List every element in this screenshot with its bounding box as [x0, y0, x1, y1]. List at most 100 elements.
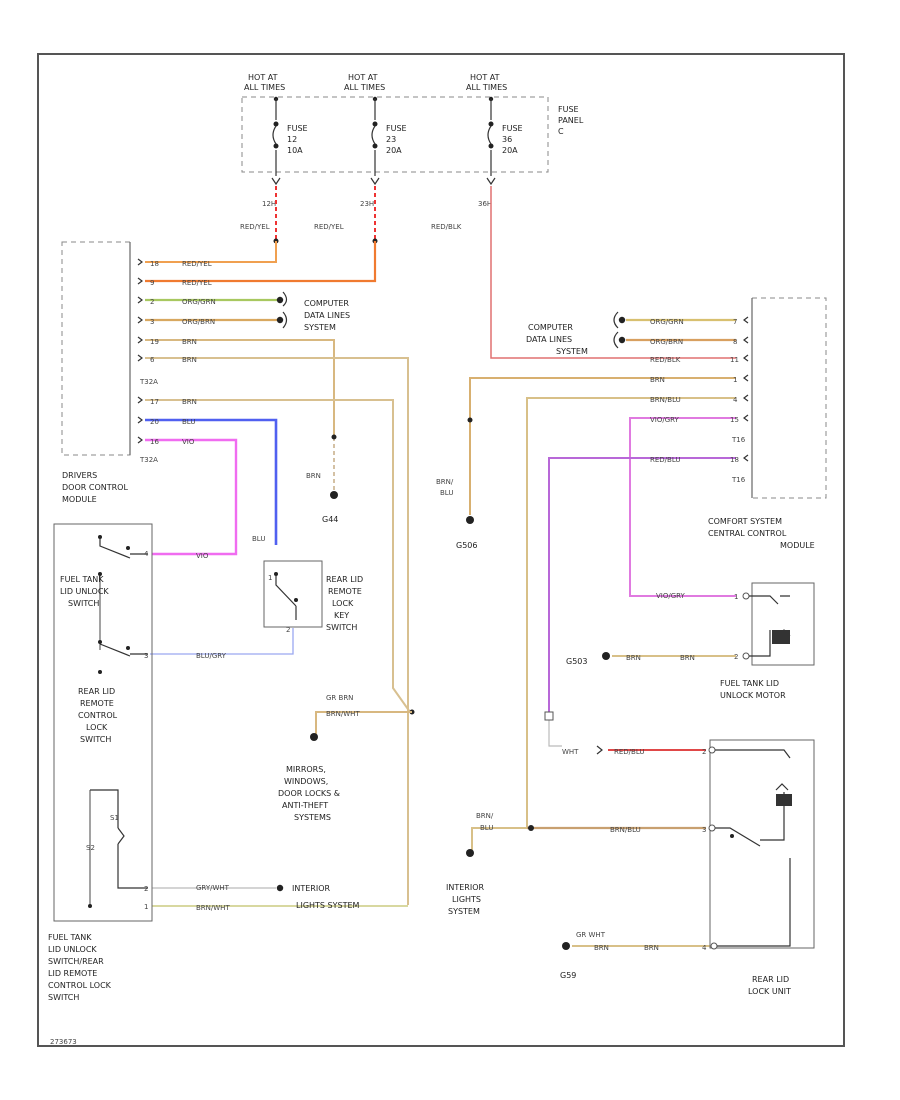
left-data-lines-2: DATA LINES	[304, 311, 350, 320]
left-wire-vio: VIO	[196, 552, 209, 560]
driver-pin-17	[137, 396, 143, 404]
left-data-lines-1: COMPUTER	[304, 299, 349, 308]
fuse-3-number: 36	[502, 135, 512, 144]
key-switch-name-2: REMOTE	[328, 587, 362, 596]
ground-g503-symbol	[602, 652, 610, 660]
comfort-connector-1: T16	[731, 436, 746, 444]
fuse-1-pin-arrow	[271, 177, 281, 186]
fuel-switch-label-2: LID UNLOCK	[60, 587, 109, 596]
data-line-dot-1	[276, 296, 284, 304]
mirrors-name-4: ANTI-THEFT	[282, 801, 328, 810]
comfort-pin-11	[743, 354, 749, 362]
left-data-lines-3: SYSTEM	[304, 323, 336, 332]
rear-lock-pin-3-marker	[708, 824, 716, 832]
data-line-bracket-left	[282, 291, 288, 329]
fuel-motor-wire-viogry: VIO/GRY	[656, 592, 686, 600]
comfort-wire-7: ORG/GRN	[650, 318, 684, 326]
interior-right-name-3: SYSTEM	[448, 907, 480, 916]
fuse-3-label: FUSE	[502, 124, 523, 133]
left-wire-brnwht: BRN/WHT	[196, 904, 230, 912]
rear-lock-wire-wht: WHT	[562, 748, 579, 756]
rear-lock-motor-symbol	[776, 794, 792, 806]
interior-left-name-2: LIGHTS SYSTEM	[296, 901, 360, 910]
fuel-switch-contact-a	[98, 535, 102, 539]
wire-fuse36-redblk	[490, 186, 736, 359]
fuse-2-label: FUSE	[386, 124, 407, 133]
hot-at-3-line1: HOT AT	[470, 73, 500, 82]
driver-pin-18	[137, 258, 143, 266]
interior-right-name-2: LIGHTS	[452, 895, 481, 904]
interior-left-connector-dot	[276, 884, 284, 892]
wire-pin19-brn	[145, 339, 335, 437]
driver-wire-3: ORG/BRN	[182, 318, 215, 326]
driver-pin-2-num: 2	[150, 298, 154, 306]
driver-pin-6-num: 6	[150, 356, 155, 364]
driver-pin-16	[137, 436, 143, 444]
fuse-3-rating: 20A	[502, 146, 518, 155]
right-data-lines-2: DATA LINES	[526, 335, 572, 344]
rear-lock-pin-2-marker	[708, 746, 716, 754]
fuse-2-pin: 23H	[360, 200, 374, 208]
key-switch-outline	[263, 560, 323, 628]
key-switch-contact-a	[274, 572, 278, 576]
fuse-2-number: 23	[386, 135, 396, 144]
right-data-lines-1: COMPUTER	[528, 323, 573, 332]
rear-lock-ground: G59	[560, 971, 576, 980]
driver-pin-16-num: 16	[150, 438, 159, 446]
wire-wht-link	[548, 712, 562, 747]
left-pin-2: 2	[144, 885, 148, 893]
driver-pin-19-num: 19	[150, 338, 159, 346]
rear-switch-label-1: REAR LID	[78, 687, 115, 696]
rear-lock-pin-4-marker	[710, 942, 718, 950]
fuse-1-label: FUSE	[287, 124, 308, 133]
fuse-3-wire-color: RED/BLK	[431, 223, 462, 231]
driver-pin-17-num: 17	[150, 398, 159, 406]
ground-g506-symbol	[466, 516, 474, 524]
fuel-motor: 1 2 VIO/GRY BRN BRN G503 FUEL TANK LID U…	[566, 582, 815, 700]
fuse-1-wire-color: RED/YEL	[240, 223, 270, 231]
fuel-motor-name-2: UNLOCK MOTOR	[720, 691, 786, 700]
g44-label: G44	[322, 515, 338, 524]
left-caption-1: FUEL TANK	[48, 933, 92, 942]
driver-pin-6	[137, 354, 143, 362]
fuel-motor-pin-1-marker	[742, 592, 750, 600]
fuel-motor-outline	[751, 582, 815, 666]
fuse-2-term-a	[372, 121, 378, 127]
interior-right-connector-dot	[466, 849, 474, 857]
rear-lock-wire-brnblu: BRN/BLU	[610, 826, 641, 834]
wire-pin6-brn	[145, 357, 409, 905]
rear-lock-wire-brn-b: BRN	[644, 944, 659, 952]
fuse-2-element	[371, 125, 376, 145]
comfort-pin-15	[743, 414, 749, 422]
g44-wire: BRN	[306, 472, 321, 480]
fuse-2-term-b	[372, 143, 378, 149]
interior-right-wire-2: BLU	[480, 824, 493, 832]
fuse-1-number: 12	[287, 135, 297, 144]
key-switch-lever	[275, 576, 297, 620]
fuse-2-rating: 20A	[386, 146, 402, 155]
key-switch-pin-2: 2	[286, 626, 290, 634]
driver-pin-19	[137, 336, 143, 344]
fuel-switch-label-1: FUEL TANK	[60, 575, 104, 584]
key-switch-wire: BLU	[252, 535, 265, 543]
rear-lock-internal	[715, 749, 791, 947]
wire-pin9-redyel	[145, 241, 377, 283]
fuel-switch-label-3: SWITCH	[68, 599, 99, 608]
fuse-1-element	[272, 125, 277, 145]
rear-switch-lever	[99, 643, 148, 657]
comfort-wire-1: BRN	[650, 376, 665, 384]
wires	[145, 186, 736, 950]
fuel-motor-wire-brn-a: BRN	[626, 654, 641, 662]
driver-wire-9: RED/YEL	[182, 279, 212, 287]
driver-connector-2: T32A	[139, 456, 158, 464]
left-switch-s1-contact	[117, 827, 125, 845]
driver-pin-9	[137, 277, 143, 285]
fuse-2-pin-arrow	[370, 177, 380, 186]
comfort-pin-11-num: 11	[730, 356, 739, 364]
g506-label: G506	[456, 541, 477, 550]
fuel-motor-symbol	[772, 630, 790, 644]
left-switch-s2: S2	[86, 844, 95, 852]
interior-right-name-1: INTERIOR	[446, 883, 485, 892]
comfort-wire-4: BRN/BLU	[650, 396, 681, 404]
